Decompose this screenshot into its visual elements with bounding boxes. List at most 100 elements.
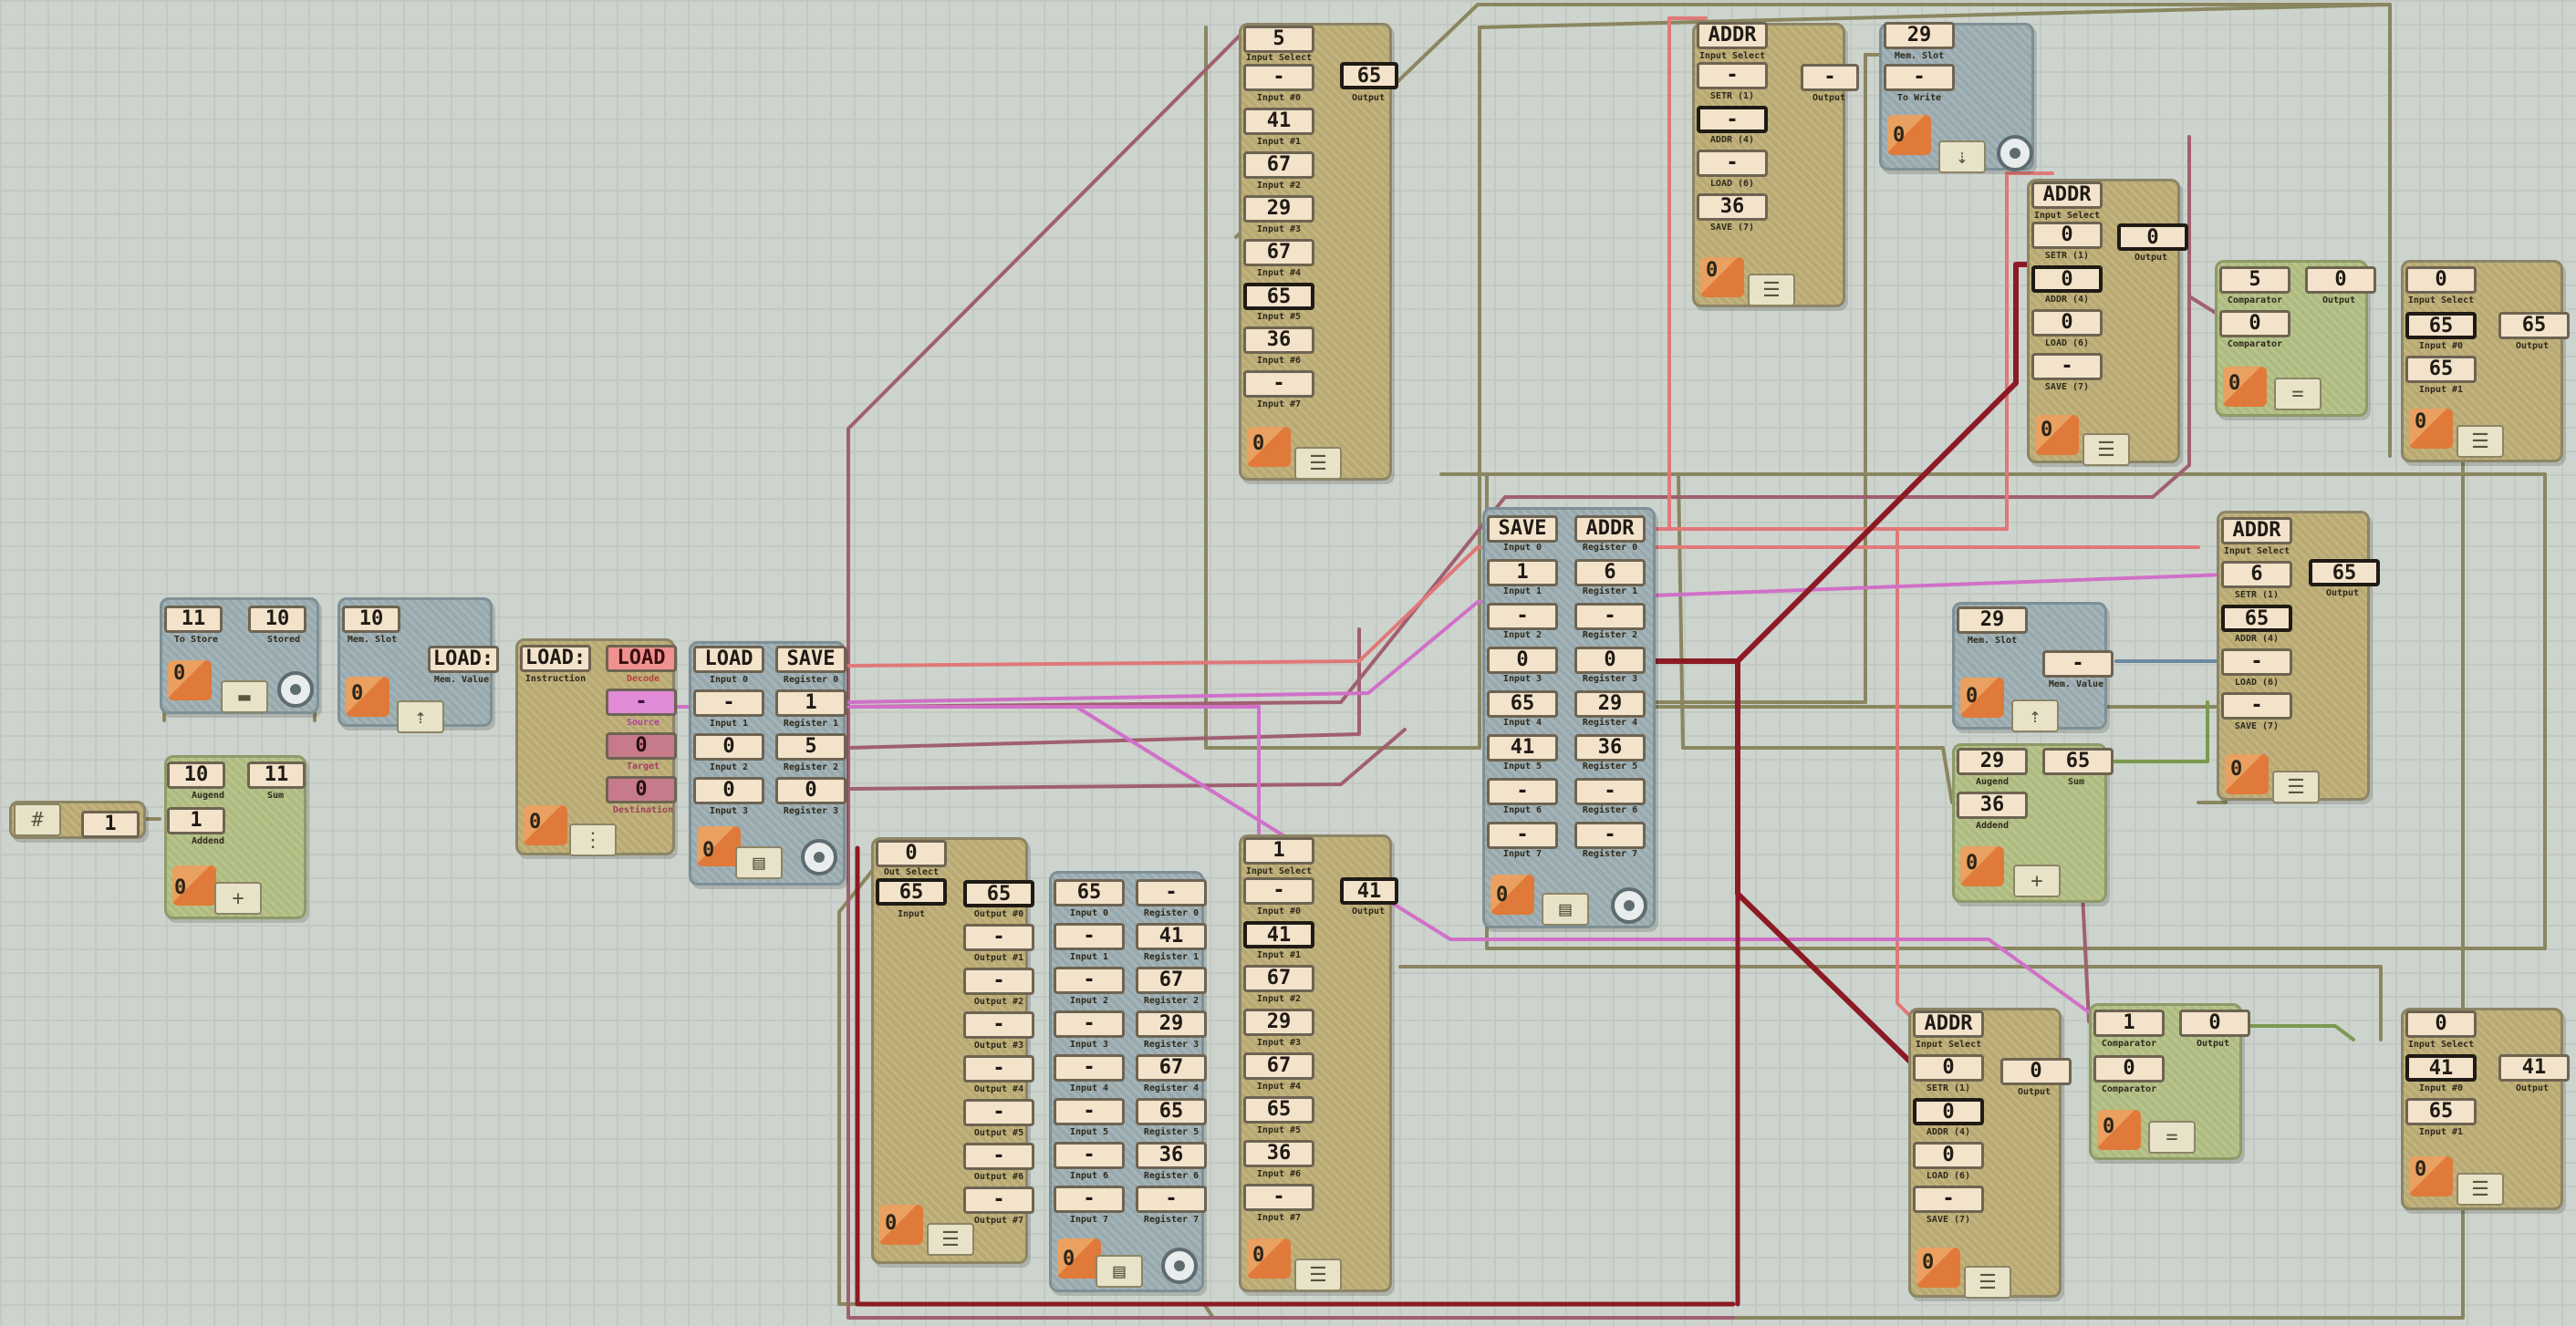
value-pin[interactable]: - [963, 924, 1034, 951]
value-pin[interactable]: 41 [1243, 108, 1314, 135]
value-pin[interactable]: - [1487, 822, 1558, 849]
value-pin[interactable]: LOAD: [428, 646, 499, 673]
value-pin[interactable]: 29 [1884, 22, 1955, 49]
value-pin[interactable]: 65 [1243, 283, 1314, 310]
value-pin[interactable]: 67 [1243, 1052, 1314, 1080]
value-pin[interactable]: 1 [167, 807, 225, 834]
value-pin[interactable]: - [963, 1143, 1034, 1170]
value-pin[interactable]: LOAD [693, 646, 764, 673]
value-pin[interactable]: - [1243, 64, 1314, 91]
value-pin[interactable]: - [1574, 603, 1646, 630]
value-pin[interactable]: 36 [1243, 326, 1314, 354]
value-pin[interactable]: ADDR [1913, 1010, 1984, 1038]
value-pin[interactable]: - [1054, 1142, 1125, 1169]
value-pin[interactable]: - [1054, 1010, 1125, 1038]
value-pin[interactable]: 65 [1054, 879, 1125, 906]
value-pin[interactable]: - [1054, 1186, 1125, 1213]
value-pin[interactable]: 41 [1243, 921, 1314, 948]
value-pin[interactable]: 41 [2498, 1054, 2570, 1082]
value-pin[interactable]: - [1136, 879, 1207, 906]
value-pin[interactable]: 65 [1340, 62, 1398, 89]
value-pin[interactable]: 0 [1913, 1142, 1984, 1169]
value-pin[interactable]: 0 [1574, 647, 1646, 674]
value-pin[interactable]: 65 [1487, 690, 1558, 718]
value-pin[interactable]: ADDR [1697, 22, 1768, 49]
value-pin[interactable]: - [606, 689, 677, 716]
value-pin[interactable]: 65 [2221, 605, 2292, 632]
value-pin[interactable]: - [1243, 877, 1314, 905]
value-pin[interactable]: 0 [2000, 1058, 2072, 1085]
value-pin[interactable]: 6 [2221, 561, 2292, 588]
value-pin[interactable]: ADDR [2221, 517, 2292, 544]
value-pin[interactable]: 0 [2117, 223, 2188, 251]
value-pin[interactable]: - [2031, 353, 2103, 380]
value-pin[interactable]: 29 [1957, 748, 2028, 775]
value-pin[interactable]: - [1487, 603, 1558, 630]
value-pin[interactable]: 10 [248, 606, 306, 633]
value-pin[interactable]: 5 [775, 733, 847, 761]
value-pin[interactable]: 1 [2093, 1010, 2165, 1037]
value-pin[interactable]: - [1136, 1186, 1207, 1213]
value-pin[interactable]: 0 [606, 732, 677, 760]
value-pin[interactable]: - [1243, 1184, 1314, 1211]
value-pin[interactable]: 0 [1487, 647, 1558, 674]
value-pin[interactable]: ADDR [2031, 181, 2103, 209]
value-pin[interactable]: - [963, 968, 1034, 995]
value-pin[interactable]: 0 [1913, 1054, 1984, 1082]
value-pin[interactable]: 0 [2031, 309, 2103, 337]
value-pin[interactable]: - [963, 1186, 1034, 1214]
value-pin[interactable]: - [963, 1099, 1034, 1126]
value-pin[interactable]: 65 [963, 880, 1034, 907]
value-pin[interactable]: 29 [1243, 195, 1314, 223]
value-pin[interactable]: - [1574, 822, 1646, 849]
value-pin[interactable]: 65 [1136, 1098, 1207, 1125]
value-pin[interactable]: 1 [1243, 837, 1314, 865]
value-pin[interactable]: - [1697, 62, 1768, 89]
value-pin[interactable]: 36 [1957, 792, 2028, 819]
value-pin[interactable]: - [1487, 778, 1558, 805]
value-pin[interactable]: 67 [1243, 151, 1314, 179]
value-pin[interactable]: 1 [775, 689, 847, 717]
value-pin[interactable]: SAVE [1487, 515, 1558, 543]
value-pin[interactable]: 36 [1243, 1140, 1314, 1167]
value-pin[interactable]: - [1054, 1098, 1125, 1125]
value-pin[interactable]: 41 [2405, 1054, 2477, 1082]
value-pin[interactable]: 41 [1136, 923, 1207, 950]
value-pin[interactable]: - [963, 1011, 1034, 1039]
value-pin[interactable]: 29 [1136, 1010, 1207, 1038]
value-pin[interactable]: 1 [1487, 559, 1558, 586]
value-pin[interactable]: 65 [2309, 559, 2380, 586]
value-pin[interactable]: - [693, 689, 764, 717]
value-pin[interactable]: - [1697, 150, 1768, 177]
value-pin[interactable]: 1 [81, 811, 140, 838]
value-pin[interactable]: LOAD [606, 645, 677, 672]
value-pin[interactable]: 0 [2179, 1010, 2250, 1037]
value-pin[interactable]: 0 [775, 777, 847, 804]
value-pin[interactable]: LOAD: [520, 645, 591, 672]
value-pin[interactable]: - [963, 1055, 1034, 1083]
value-pin[interactable]: 0 [606, 776, 677, 803]
value-pin[interactable]: SAVE [775, 646, 847, 673]
value-pin[interactable]: - [1054, 923, 1125, 950]
value-pin[interactable]: 0 [2405, 1010, 2477, 1038]
value-pin[interactable]: - [1913, 1186, 1984, 1213]
value-pin[interactable]: 5 [1243, 26, 1314, 53]
value-pin[interactable]: ADDR [1574, 515, 1646, 543]
value-pin[interactable]: 11 [247, 761, 306, 789]
value-pin[interactable]: 0 [1913, 1098, 1984, 1125]
value-pin[interactable]: 65 [876, 878, 947, 906]
